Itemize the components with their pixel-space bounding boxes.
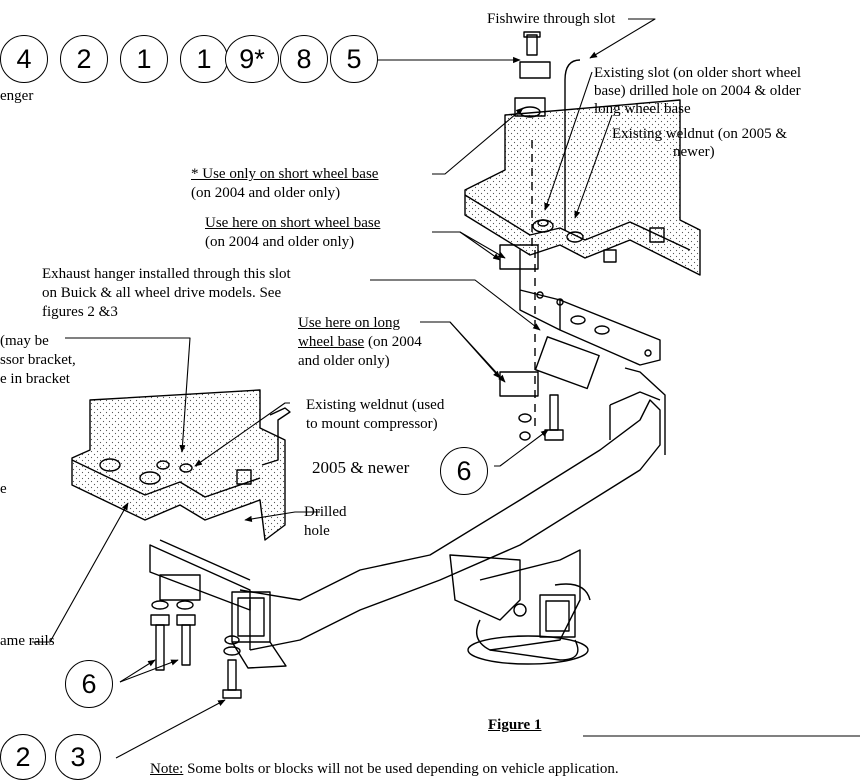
use-here-long-label: Use here on long xyxy=(298,315,401,331)
right-bracket xyxy=(519,249,661,390)
callout-part-4: 4 xyxy=(0,35,48,83)
newer-2005-label: 2005 & newer xyxy=(312,458,410,477)
drilled-label-2: hole xyxy=(304,523,330,539)
frame-rails-label: ame rails xyxy=(0,633,55,649)
nut xyxy=(537,219,549,227)
use-only-short-label: * Use only on short wheel base xyxy=(191,166,379,182)
callout-part-6-right: 6 xyxy=(440,447,488,495)
install-path xyxy=(531,140,536,430)
bolt xyxy=(523,31,541,56)
right-frame-rail xyxy=(464,99,701,276)
washer xyxy=(176,600,194,610)
fishwire-label: Fishwire through slot xyxy=(487,11,616,27)
bolt xyxy=(150,614,170,671)
weldnut-2005-label-2: newer) xyxy=(673,144,715,160)
may-be-label-2: ssor bracket, xyxy=(0,352,76,368)
use-here-short-sub: (on 2004 and older only) xyxy=(205,234,355,250)
bolt xyxy=(222,659,242,699)
exhaust-label-3: figures 2 &3 xyxy=(42,304,118,320)
enger-label: enger xyxy=(0,88,34,104)
callout-part-1: 1 xyxy=(120,35,168,83)
callout-part-1b: 1 xyxy=(180,35,228,83)
left-frame-rail xyxy=(71,389,286,541)
bolt xyxy=(176,614,196,666)
bolt xyxy=(544,394,564,441)
nut xyxy=(518,413,532,423)
receiver-tube xyxy=(449,549,591,665)
spacer-block xyxy=(514,97,546,117)
weldnut-compressor-label-2: to mount compressor) xyxy=(306,416,438,432)
nut xyxy=(179,463,193,473)
use-only-short-sub: (on 2004 and older only) xyxy=(191,185,341,201)
use-here-long-wheel-base: wheel base xyxy=(298,334,365,350)
use-here-long-sub: wheel base (on 2004 xyxy=(298,333,422,351)
callout-part-5: 5 xyxy=(330,35,378,83)
left-tube-end xyxy=(231,591,287,669)
nut xyxy=(156,460,170,470)
weldnut-2005-label-1: Existing weldnut (on 2005 & xyxy=(612,126,787,142)
callout-part-2: 2 xyxy=(60,35,108,83)
fishwire xyxy=(564,59,581,230)
use-here-short-label: Use here on short wheel base xyxy=(205,215,381,231)
spacer-block xyxy=(519,61,551,79)
callout-part-8: 8 xyxy=(280,35,328,83)
callout-part-3-bottom: 3 xyxy=(55,734,101,780)
washer xyxy=(151,600,169,610)
exhaust-label-1: Exhaust hanger installed through this sl… xyxy=(42,266,291,282)
leader-lines xyxy=(32,18,656,759)
may-be-label-1: (may be xyxy=(0,333,49,349)
existing-slot-label-2: base) drilled hole on 2004 & older xyxy=(594,83,801,99)
existing-slot-label-3: long wheel base xyxy=(594,101,691,117)
use-here-long-sub-2: and older only) xyxy=(298,353,390,369)
existing-slot-label-1: Existing slot (on older short wheel xyxy=(594,65,802,81)
nut xyxy=(519,431,531,441)
nut xyxy=(224,635,240,645)
callout-part-6-left: 6 xyxy=(65,660,113,708)
compressor-bracket xyxy=(261,407,291,466)
exhaust-label-2: on Buick & all wheel drive models. See xyxy=(42,285,282,301)
use-here-long-2004: (on 2004 xyxy=(364,334,422,350)
drilled-label-1: Drilled xyxy=(304,504,347,520)
callout-part-2-bottom: 2 xyxy=(0,734,46,780)
washer xyxy=(223,646,241,656)
note: Note: Some bolts or blocks will not be u… xyxy=(150,760,619,778)
note-text: Some bolts or blocks will not be used de… xyxy=(183,761,619,777)
may-be-label-3: e in bracket xyxy=(0,371,70,387)
spacer-block xyxy=(499,371,539,397)
figure-caption: Figure 1 xyxy=(488,717,542,733)
left-bracket xyxy=(149,539,251,611)
callout-part-9: 9* xyxy=(225,35,279,83)
weldnut-compressor-label-1: Existing weldnut (used xyxy=(306,397,445,413)
note-label: Note: xyxy=(150,761,184,777)
e-fragment-label: e xyxy=(0,481,7,497)
